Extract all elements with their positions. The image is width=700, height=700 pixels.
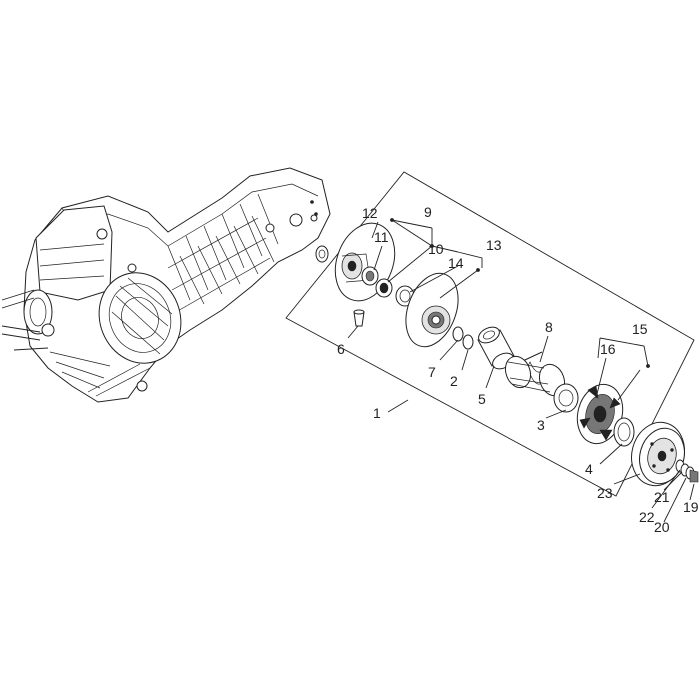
- callout-3: 3: [537, 417, 545, 433]
- o-ring-7: [452, 326, 464, 342]
- callout-10: 10: [428, 241, 444, 257]
- callout-12: 12: [362, 205, 378, 221]
- callout-23: 23: [597, 485, 613, 501]
- bearing-10: [375, 278, 393, 298]
- bearing-ring-left: [315, 245, 329, 263]
- clutch-assembly-16: [576, 383, 624, 445]
- callout-2: 2: [450, 373, 458, 389]
- callout-19: 19: [683, 499, 699, 515]
- bracket-dots: [390, 218, 650, 368]
- fixed-half-pulley: [334, 222, 396, 302]
- callout-21: 21: [654, 489, 670, 505]
- callout-13: 13: [486, 237, 502, 253]
- callout-1: 1: [373, 405, 381, 421]
- callout-4: 4: [585, 461, 593, 477]
- crankcase-housing: [1, 167, 331, 403]
- callout-8: 8: [545, 319, 553, 335]
- callout-5: 5: [478, 391, 486, 407]
- callout-22: 22: [639, 509, 655, 525]
- callout-14: 14: [448, 255, 464, 271]
- nut-19: [689, 469, 699, 483]
- callout-20: 20: [654, 519, 670, 535]
- callout-6: 6: [337, 341, 345, 357]
- bushing-11: [361, 266, 379, 286]
- pin-6: [353, 309, 365, 327]
- collar-3: [553, 383, 579, 413]
- callout-7: 7: [428, 364, 436, 380]
- callout-15: 15: [632, 321, 648, 337]
- o-ring-2: [462, 334, 474, 350]
- callout-9: 9: [424, 204, 432, 220]
- assembly-outline: [285, 171, 695, 497]
- ring-4: [613, 417, 635, 447]
- movable-half-pulley: [405, 272, 459, 348]
- callout-16: 16: [600, 341, 616, 357]
- clutch-bell-23: [631, 421, 685, 487]
- callout-11: 11: [374, 229, 389, 245]
- callout-labels: 1 2 3 4 5 6 7 8 9 10 11 12 13 14 15 16 1…: [337, 204, 699, 535]
